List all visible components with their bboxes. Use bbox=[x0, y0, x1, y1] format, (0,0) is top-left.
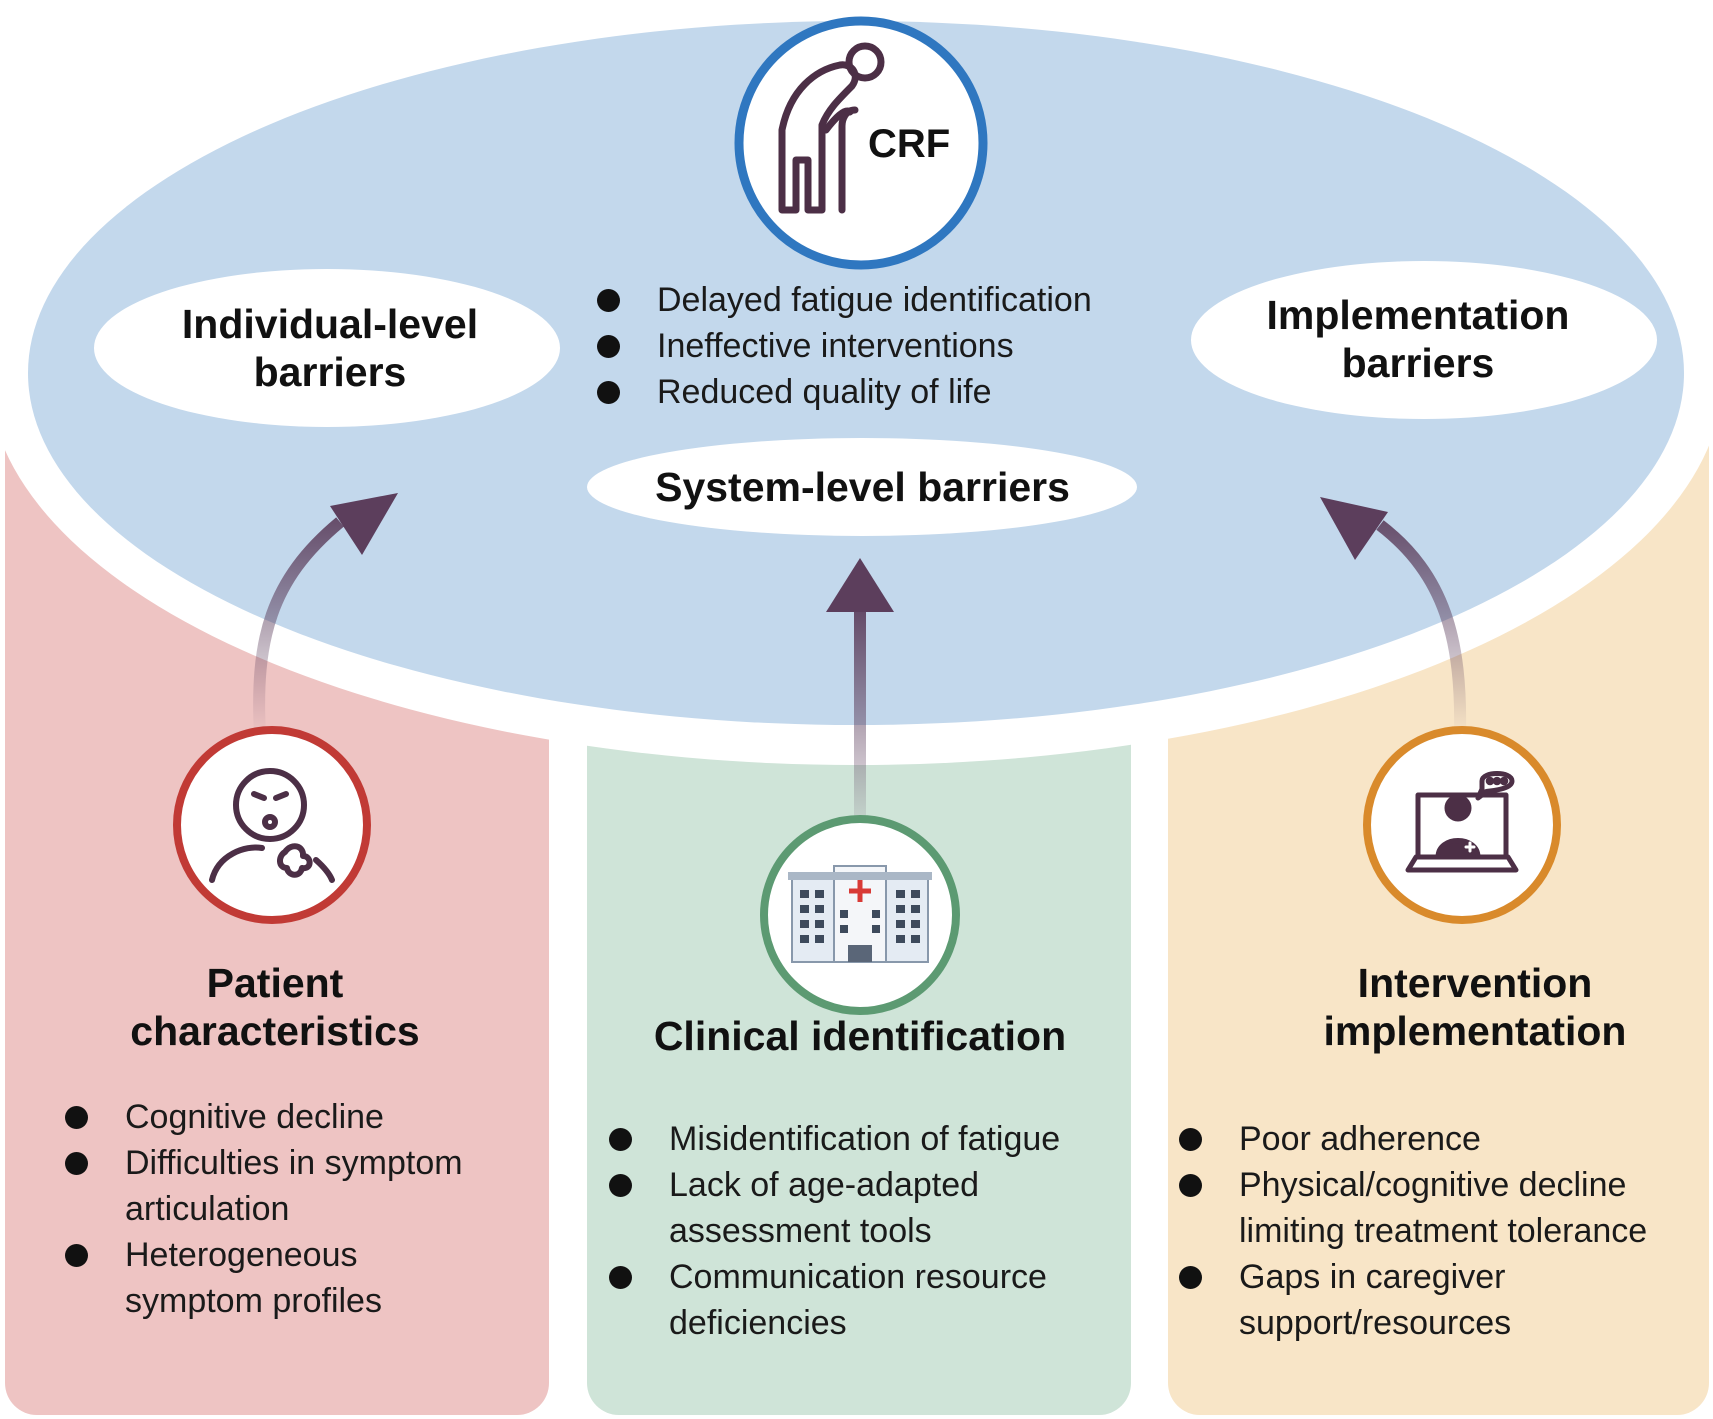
central-oval bbox=[28, 21, 1684, 725]
crf-icon-group: CRF bbox=[734, 16, 988, 270]
system-barriers-label: System-level barriers bbox=[655, 463, 1070, 510]
breathless-patient-icon bbox=[209, 768, 335, 883]
center-bullet-item: Delayed fatigue identification bbox=[595, 277, 1092, 323]
arrow-intervention-to-implementation bbox=[1320, 497, 1467, 736]
patient-bullet-item: Cognitive decline bbox=[63, 1094, 503, 1140]
patient-bullet-item: Heterogeneous symptom profiles bbox=[63, 1232, 503, 1324]
center-bullet-item: Reduced quality of life bbox=[595, 369, 1092, 415]
patient-bullet-item: Difficulties in symptom articulation bbox=[63, 1140, 503, 1232]
intervention-bullet-item: Poor adherence bbox=[1177, 1116, 1707, 1162]
implementation-barriers-pill bbox=[1191, 261, 1657, 419]
telemedicine-laptop-icon bbox=[1405, 771, 1519, 873]
clinical-bullet-item: Communication resource deficiencies bbox=[607, 1254, 1127, 1346]
clinical-identification-title: Clinical identification bbox=[653, 1013, 1067, 1059]
patient-icon-group bbox=[173, 726, 371, 924]
patient-characteristics-title: Patient characteristics bbox=[130, 960, 420, 1054]
clinical-bullet-item: Misidentification of fatigue bbox=[607, 1116, 1127, 1162]
center-bullet-list: Delayed fatigue identification Ineffecti… bbox=[595, 277, 1092, 415]
arrow-patient-to-individual bbox=[253, 493, 398, 736]
intervention-icon-group bbox=[1363, 726, 1561, 924]
arrow-clinical-to-system bbox=[826, 558, 894, 820]
implementation-barriers-label: Implementation barriers bbox=[1266, 292, 1570, 386]
crf-ring bbox=[734, 16, 988, 270]
intervention-ring bbox=[1363, 726, 1561, 924]
hospital-icon-group bbox=[760, 815, 960, 1015]
individual-barriers-label: Individual-level barriers bbox=[181, 301, 479, 395]
clinical-bullet-item: Lack of age-adapted assessment tools bbox=[607, 1162, 1127, 1254]
intervention-bullet-list: Poor adherence Physical/cognitive declin… bbox=[1177, 1116, 1707, 1346]
system-barriers-pill bbox=[587, 438, 1137, 536]
patient-bullet-list: Cognitive decline Difficulties in sympto… bbox=[63, 1094, 503, 1324]
elderly-person-with-cane-icon bbox=[778, 42, 885, 214]
individual-barriers-pill bbox=[94, 269, 560, 427]
clinical-bullet-list: Misidentification of fatigue Lack of age… bbox=[607, 1116, 1127, 1346]
intervention-bullet-item: Physical/cognitive decline limiting trea… bbox=[1177, 1162, 1707, 1254]
intervention-bullet-item: Gaps in caregiver support/resources bbox=[1177, 1254, 1707, 1346]
intervention-implementation-title: Intervention implementation bbox=[1323, 960, 1627, 1054]
hospital-building-icon bbox=[788, 865, 932, 963]
crf-label: CRF bbox=[868, 122, 950, 166]
center-bullet-item: Ineffective interventions bbox=[595, 323, 1092, 369]
